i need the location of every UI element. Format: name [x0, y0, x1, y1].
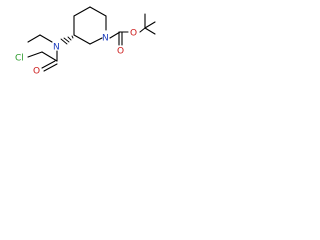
bond-carbonyl-o-b	[43, 63, 58, 72]
atom-chlorine: Cl	[15, 54, 24, 64]
bond-n-ethyl-1	[39, 34, 53, 43]
bond-oester-tbu	[139, 27, 146, 33]
bond-ringn-carbonyl	[109, 31, 121, 39]
bond-carbonyl-o-a	[41, 60, 56, 69]
bond-ring-4	[89, 37, 103, 45]
bond-tbu-3	[144, 21, 156, 29]
bond-ring-2	[89, 6, 107, 17]
atom-ester-o: O	[130, 29, 137, 39]
bond-ethyl-2	[27, 34, 41, 43]
bond-ch2-cl	[27, 51, 43, 58]
atom-ring-n: N	[102, 34, 109, 44]
atom-carbonyl-o1: O	[33, 67, 40, 77]
piperidine-ring	[73, 6, 107, 45]
bond-ring-5	[73, 34, 91, 45]
molecule-structure: N N O O O Cl	[15, 6, 156, 77]
atom-amine-n: N	[53, 43, 60, 53]
bond-ring-1	[73, 6, 91, 17]
stereo-hash-bond	[60, 35, 74, 45]
bond-carbonyl-ch2	[41, 51, 58, 62]
atom-carbonyl-o2: O	[117, 47, 124, 57]
bond-tbu-2	[144, 27, 156, 35]
